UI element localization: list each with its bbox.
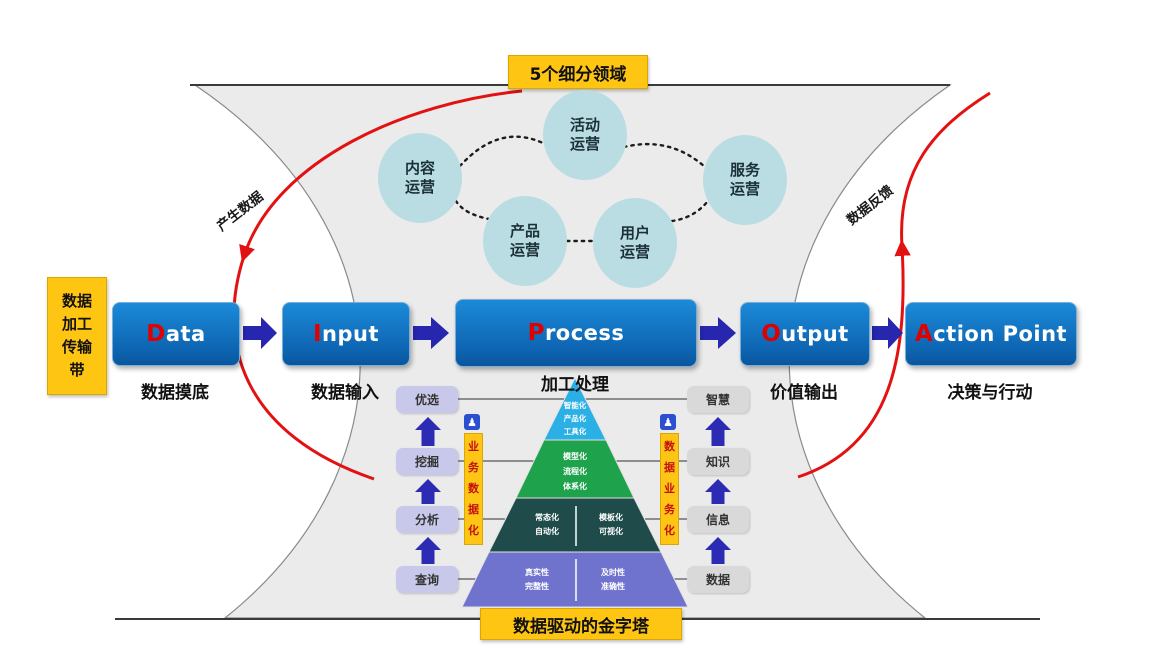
pyramid-line: 自动化	[535, 526, 559, 536]
flow-arrow-4	[872, 317, 903, 349]
pyramid-data-left-col: 真实性 完整性	[508, 566, 566, 593]
flow-box-initial: D	[146, 321, 166, 347]
pyramid-data-right-col: 及时性 准确性	[584, 566, 642, 593]
pyramid-line: 及时性	[601, 568, 625, 577]
bottom-banner: 数据驱动的金字塔	[480, 608, 682, 640]
circle-user-operations: 用户运营	[593, 198, 677, 288]
person-glyph: ♟	[467, 415, 477, 429]
circle-label: 内容运营	[404, 159, 435, 196]
flow-box-initial: I	[312, 321, 323, 347]
right-ladder-information: 信息	[687, 506, 749, 533]
pyramid	[461, 376, 689, 608]
flow-box-title: nput	[322, 322, 380, 346]
circle-product-operations: 产品运营	[483, 196, 567, 286]
left-ladder-analysis: 分析	[396, 506, 458, 533]
pyramid-line: 可视化	[599, 526, 623, 536]
right-ladder-data: 数据	[687, 566, 749, 593]
flow-box-initial: P	[527, 320, 545, 346]
pyramid-line: 模板化	[599, 513, 623, 522]
flow-arrow-3	[700, 317, 736, 349]
pyramid-line: 准确性	[601, 581, 625, 591]
flow-arrow-1	[243, 317, 277, 349]
caption-output: 价值输出	[770, 383, 838, 403]
flow-box-title: ata	[165, 322, 206, 346]
circle-label: 服务运营	[729, 161, 760, 198]
pyramid-line: 常态化	[535, 513, 559, 522]
ladder-up-arrows	[415, 417, 731, 564]
flow-box-title: utput	[781, 322, 849, 346]
pyramid-information-left-col: 常态化 自动化	[518, 511, 576, 538]
pyramid-line: 产品化	[563, 414, 587, 424]
circle-label: 用户运营	[619, 224, 650, 261]
circle-label: 产品运营	[509, 222, 540, 259]
cycle-arc-right	[797, 91, 991, 479]
caption-action-point: 决策与行动	[947, 383, 1033, 403]
flow-arrow-2	[413, 317, 449, 349]
person-glyph: ♟	[663, 415, 673, 429]
right-ladder-wisdom: 智慧	[687, 386, 749, 413]
left-ladder-query: 查询	[396, 566, 458, 593]
left-ladder-optimize: 优选	[396, 386, 458, 413]
circle-activity-operations: 活动运营	[543, 90, 627, 180]
left-ladder-mining: 挖掘	[396, 448, 458, 475]
pyramid-line: 真实性	[525, 568, 549, 577]
caption-data: 数据摸底	[141, 383, 209, 403]
circle-dotted-connectors	[454, 135, 710, 243]
flow-box-title: rocess	[544, 321, 625, 345]
top-banner-label: 5个细分领域	[529, 64, 627, 85]
flow-box-initial: A	[914, 321, 934, 347]
cycle-arc-left	[232, 89, 523, 481]
pyramid-wisdom-text: 智能化 产品化 工具化	[545, 399, 605, 438]
caption-process: 加工处理	[541, 375, 609, 395]
pyramid-line: 体系化	[563, 482, 587, 492]
top-banner: 5个细分领域	[508, 55, 648, 89]
bottom-banner-label: 数据驱动的金字塔	[513, 616, 649, 637]
pyramid-line: 流程化	[563, 467, 587, 477]
person-icon: ♟	[660, 414, 676, 430]
conveyor-belt-label: 数据加工传输带	[61, 291, 92, 380]
pyramid-line: 完整性	[525, 581, 549, 591]
conveyor-belt-tag: 数据加工传输带	[47, 277, 107, 395]
strip-data-to-business: 数据业务化	[660, 433, 679, 546]
circle-label: 活动运营	[569, 116, 600, 153]
circle-content-operations: 内容运营	[378, 133, 462, 223]
flow-box-initial: O	[761, 321, 782, 347]
right-ladder-knowledge: 知识	[687, 448, 749, 475]
pyramid-knowledge-text: 模型化 流程化 体系化	[545, 449, 605, 495]
pyramid-data-layer	[461, 551, 689, 608]
pyramid-information-right-col: 模板化 可视化	[582, 511, 640, 538]
caption-input: 数据输入	[311, 383, 379, 403]
pyramid-line: 智能化	[563, 401, 587, 410]
flow-arrows	[243, 317, 903, 349]
strip-business-to-data: 业务数据化	[464, 433, 483, 546]
pyramid-line: 模型化	[563, 452, 587, 461]
flow-box-title: ction Point	[933, 322, 1068, 346]
pyramid-line: 工具化	[563, 427, 587, 437]
person-icon: ♟	[464, 414, 480, 430]
circle-service-operations: 服务运营	[703, 135, 787, 225]
